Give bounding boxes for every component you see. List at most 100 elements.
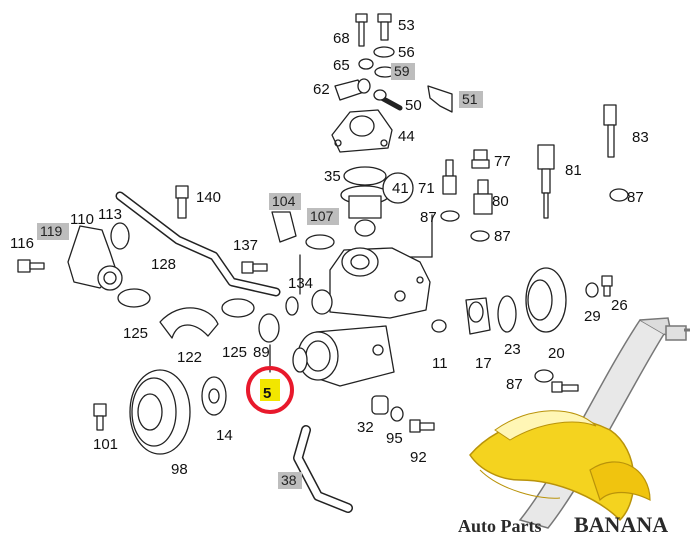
part-label-92[interactable]: 92 bbox=[410, 449, 427, 466]
part-label-17[interactable]: 17 bbox=[475, 355, 492, 372]
bolt-26-part bbox=[601, 275, 613, 297]
part-label-23[interactable]: 23 bbox=[504, 341, 521, 358]
part-label-87c[interactable]: 87 bbox=[627, 189, 644, 206]
part-label-81[interactable]: 81 bbox=[565, 162, 582, 179]
part-label-107[interactable]: 107 bbox=[310, 208, 334, 224]
sensor-81-part bbox=[537, 144, 555, 219]
nut-11-part bbox=[431, 319, 447, 333]
washer-65-part bbox=[358, 58, 374, 70]
clamp-125a-part bbox=[117, 288, 151, 308]
part-label-125b[interactable]: 125 bbox=[222, 344, 247, 361]
label-box-59 bbox=[391, 63, 415, 80]
pipe-fitting-110-part bbox=[67, 225, 123, 291]
part-label-98[interactable]: 98 bbox=[171, 461, 188, 478]
clamp-125b-part bbox=[221, 298, 255, 318]
part-label-87d[interactable]: 87 bbox=[506, 376, 523, 393]
bolt-101-part bbox=[93, 403, 107, 431]
part-label-68[interactable]: 68 bbox=[333, 30, 350, 47]
part-label-119[interactable]: 119 bbox=[40, 223, 63, 239]
highlight-label-fill bbox=[260, 379, 280, 401]
thermostat-part bbox=[340, 185, 390, 237]
clamp-107-part bbox=[305, 234, 335, 250]
label-box-51 bbox=[459, 91, 483, 108]
part-label-44[interactable]: 44 bbox=[398, 128, 415, 145]
part-label-122[interactable]: 122 bbox=[177, 349, 202, 366]
part-label-125a[interactable]: 125 bbox=[123, 325, 148, 342]
water-pump-housing-part bbox=[311, 247, 431, 319]
part-label-140[interactable]: 140 bbox=[196, 189, 221, 206]
hose-104-part bbox=[271, 211, 297, 243]
hose-122-part bbox=[159, 307, 219, 339]
part-label-116[interactable]: 116 bbox=[10, 235, 34, 252]
part-label-50[interactable]: 50 bbox=[405, 97, 422, 114]
part-label-83[interactable]: 83 bbox=[632, 129, 649, 146]
bolt-137-part bbox=[241, 261, 268, 274]
water-pump-part bbox=[292, 325, 395, 387]
part-label-59[interactable]: 59 bbox=[394, 63, 410, 79]
part-labels: 68 53 56 65 59 62 50 51 44 83 77 81 35 41 71 80 87 87 87 87… bbox=[10, 17, 649, 488]
label-box-38 bbox=[278, 472, 302, 489]
part-label-89[interactable]: 89 bbox=[253, 344, 270, 361]
part-label-77[interactable]: 77 bbox=[494, 153, 511, 170]
pulley-20-part bbox=[525, 267, 567, 333]
part-label-87b[interactable]: 87 bbox=[494, 228, 511, 245]
bracket-51-part bbox=[427, 85, 453, 113]
highlight-circle bbox=[246, 366, 294, 414]
part-label-95[interactable]: 95 bbox=[386, 430, 403, 447]
part-label-65[interactable]: 65 bbox=[333, 57, 350, 74]
gasket-35-part bbox=[343, 166, 387, 186]
ring-23-part bbox=[497, 295, 517, 333]
oring-134-part bbox=[285, 296, 299, 316]
part-label-32[interactable]: 32 bbox=[357, 419, 374, 436]
banana-logo: Auto Parts BANANA bbox=[458, 317, 690, 537]
part-label-38[interactable]: 38 bbox=[281, 472, 297, 488]
part-label-62[interactable]: 62 bbox=[313, 81, 330, 98]
bushing-32-part bbox=[371, 395, 389, 415]
part-label-128[interactable]: 128 bbox=[151, 256, 176, 273]
brand-main-text: BANANA bbox=[574, 512, 668, 537]
part-label-51[interactable]: 51 bbox=[462, 91, 478, 107]
part-label-104[interactable]: 104 bbox=[272, 193, 296, 209]
hub-14-part bbox=[201, 376, 227, 416]
part-label-113[interactable]: 113 bbox=[98, 206, 122, 223]
part-label-137[interactable]: 137 bbox=[233, 237, 258, 254]
part-label-110[interactable]: 110 bbox=[70, 211, 94, 228]
part-label-87a[interactable]: 87 bbox=[420, 209, 437, 226]
label-box-119 bbox=[37, 223, 69, 240]
part-label-56[interactable]: 56 bbox=[398, 44, 415, 61]
part-label-11[interactable]: 11 bbox=[432, 355, 448, 372]
circle-41-marker bbox=[382, 172, 414, 204]
part-label-14[interactable]: 14 bbox=[216, 427, 233, 444]
part-label-26[interactable]: 26 bbox=[611, 297, 628, 314]
sender-80-part bbox=[470, 179, 493, 242]
sensor-83-part bbox=[603, 104, 629, 202]
part-label-5[interactable]: 5 bbox=[263, 385, 271, 402]
bolt-140-part bbox=[175, 185, 189, 219]
bolt-right-lower-part bbox=[551, 381, 579, 393]
washer-87-lower-part bbox=[534, 369, 554, 383]
label-box-107 bbox=[307, 208, 339, 225]
tensioner-17-part bbox=[465, 297, 491, 335]
part-label-35[interactable]: 35 bbox=[324, 168, 341, 185]
washer-56-part bbox=[373, 46, 395, 58]
fitting-62-part bbox=[334, 78, 371, 101]
bolt-68-part bbox=[355, 13, 368, 47]
part-label-29[interactable]: 29 bbox=[584, 308, 601, 325]
brand-prefix-text: Auto Parts bbox=[458, 516, 542, 536]
part-label-20[interactable]: 20 bbox=[548, 345, 565, 362]
part-label-80[interactable]: 80 bbox=[492, 193, 509, 210]
part-label-71[interactable]: 71 bbox=[418, 180, 435, 197]
label-box-group bbox=[37, 63, 483, 489]
washer-95-part bbox=[390, 406, 404, 422]
part-label-41[interactable]: 41 bbox=[392, 180, 409, 197]
oring-89-part bbox=[258, 313, 280, 343]
part-label-134[interactable]: 134 bbox=[288, 275, 313, 292]
label-box-104 bbox=[269, 193, 301, 210]
part-label-53[interactable]: 53 bbox=[398, 17, 415, 34]
washer-29-part bbox=[585, 282, 599, 298]
pulley-98-part bbox=[129, 369, 191, 455]
part-label-101[interactable]: 101 bbox=[93, 436, 118, 453]
bolt-53-part bbox=[377, 13, 392, 41]
